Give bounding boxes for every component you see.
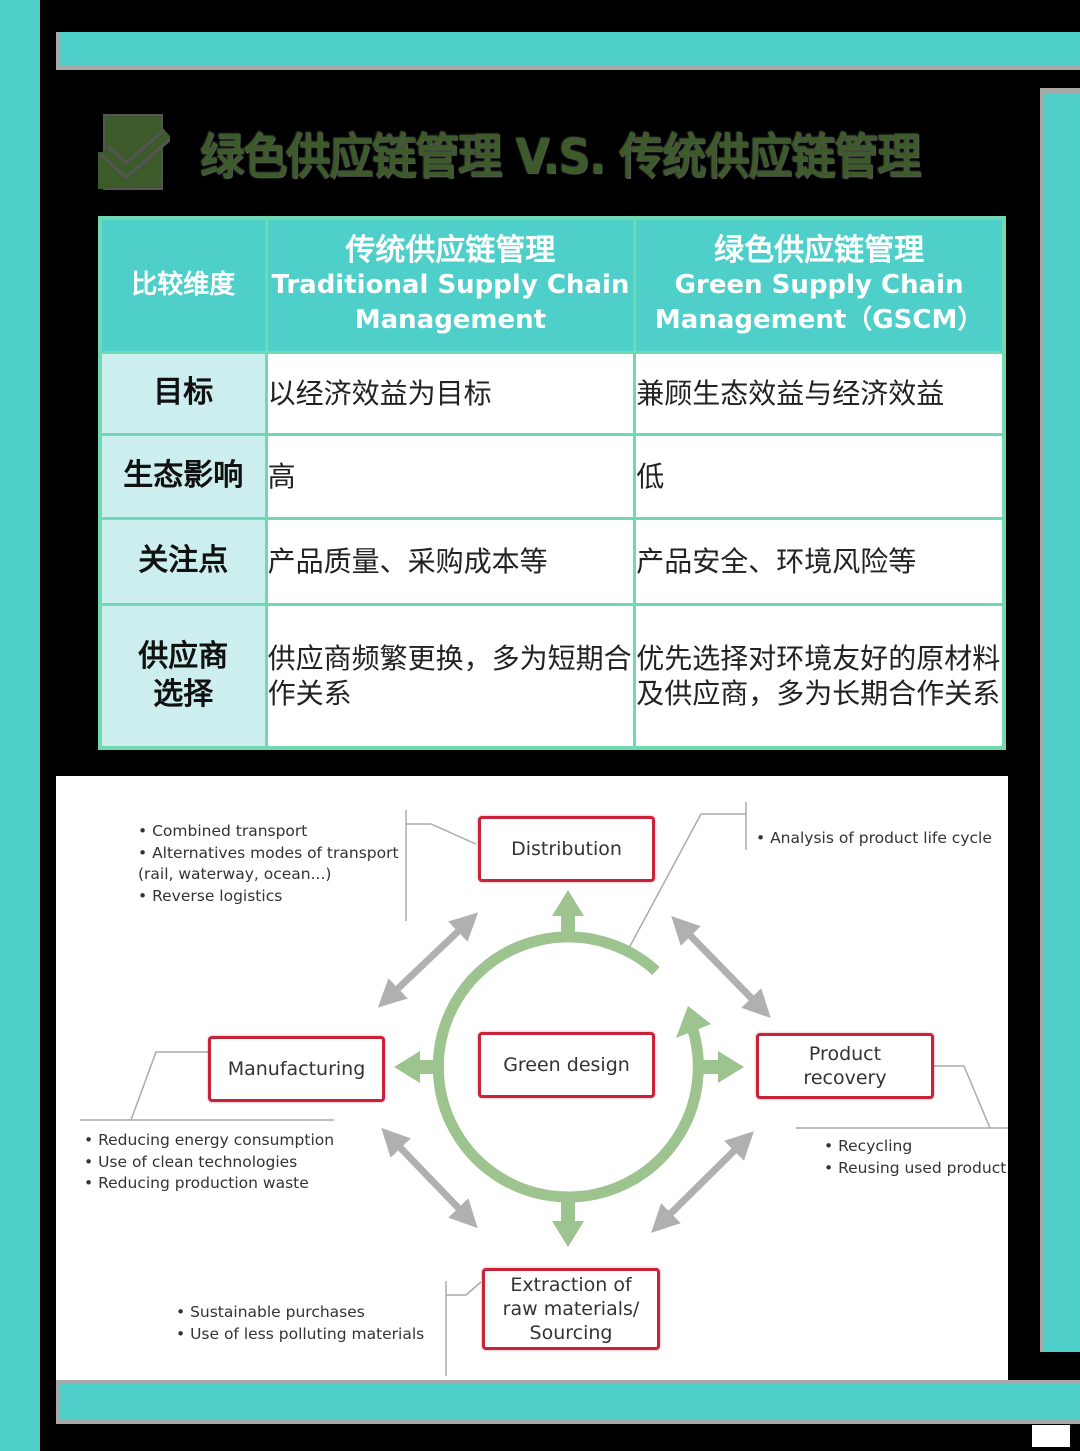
green-design-node: Green design: [478, 1032, 655, 1098]
row-label: 目标: [98, 350, 268, 436]
note-line: • Reducing energy consumption: [84, 1131, 335, 1149]
header-green: 绿色供应链管理 Green Supply Chain Management（GS…: [633, 216, 1006, 354]
product-recovery-label-2: recovery: [803, 1067, 887, 1089]
diagram-arrows: [80, 802, 1008, 1376]
header-traditional: 传统供应链管理 Traditional Supply Chain Managem…: [264, 216, 637, 354]
header-dimension-label: 比较维度: [131, 269, 236, 300]
row-label: 生态影响: [98, 432, 268, 520]
header-green-cn: 绿色供应链管理: [714, 232, 925, 268]
note-line: • Reverse logistics: [138, 886, 283, 905]
page-title: 绿色供应链管理 V.S. 传统供应链管理: [200, 128, 921, 185]
row-label: 关注点: [98, 516, 268, 606]
note-line: • Reducing production waste: [84, 1174, 309, 1192]
note-line: • Recycling: [824, 1137, 913, 1155]
traditional-cell: 高: [264, 432, 637, 520]
manufacturing-node: Manufacturing: [208, 1036, 385, 1102]
left-accent-bar: [0, 0, 40, 1451]
table-row: 供应商选择 供应商频繁更换，多为短期合作关系 优先选择对环境友好的原材料及供应商…: [98, 602, 1006, 750]
green-cell: 兼顾生态效益与经济效益: [633, 350, 1006, 436]
comparison-table: 比较维度 传统供应链管理 Traditional Supply Chain Ma…: [98, 216, 1006, 750]
note-line: • Analysis of product life cycle: [756, 829, 992, 847]
green-cell: 低: [633, 432, 1006, 520]
manufacturing-notes: • Reducing energy consumption • Use of c…: [84, 1130, 334, 1195]
title-row: 绿色供应链管理 V.S. 传统供应链管理: [96, 110, 921, 194]
note-line: • Use of clean technologies: [84, 1152, 298, 1171]
top-accent-bar: [56, 32, 1080, 70]
green-design-label: Green design: [503, 1054, 630, 1076]
distribution-node: Distribution: [478, 816, 655, 882]
table-row: 生态影响 高 低: [98, 432, 1006, 520]
right-accent-bar: [1040, 88, 1080, 1352]
header-dimension: 比较维度: [98, 216, 268, 354]
note-line: • Use of less polluting materials: [176, 1324, 425, 1343]
note-line: • Combined transport: [138, 822, 308, 840]
extraction-label-2: raw materials/: [502, 1298, 640, 1320]
extraction-label-3: Sourcing: [529, 1322, 613, 1344]
extraction-node: Extraction of raw materials/ Sourcing: [482, 1268, 660, 1350]
product-recovery-node: Product recovery: [756, 1033, 934, 1099]
bottom-accent-bar: [56, 1380, 1080, 1424]
note-line: • Alternatives modes of transport: [138, 843, 399, 862]
green-cell: 产品安全、环境风险等: [633, 516, 1006, 606]
extraction-notes: • Sustainable purchases • Use of less po…: [176, 1302, 424, 1345]
manufacturing-label: Manufacturing: [227, 1058, 366, 1080]
header-traditional-en: Traditional Supply Chain Management: [271, 269, 630, 335]
traditional-cell: 供应商频繁更换，多为短期合作关系: [264, 602, 637, 750]
green-design-notes: • Analysis of product life cycle: [756, 828, 992, 850]
header-green-en: Green Supply Chain Management（GSCM）: [654, 269, 984, 335]
distribution-notes: • Combined transport • Alternatives mode…: [138, 821, 399, 907]
product-recovery-label-1: Product: [808, 1043, 882, 1065]
row-label: 供应商选择: [98, 602, 268, 750]
note-line: • Sustainable purchases: [176, 1303, 365, 1321]
green-cell: 优先选择对环境友好的原材料及供应商，多为长期合作关系: [633, 602, 1006, 750]
table-row: 目标 以经济效益为目标 兼顾生态效益与经济效益: [98, 350, 1006, 436]
traditional-cell: 以经济效益为目标: [264, 350, 637, 436]
product-recovery-notes: • Recycling • Reusing used product: [824, 1136, 1006, 1179]
gscm-diagram: Distribution Manufacturing Green design …: [56, 776, 1008, 1380]
traditional-cell: 产品质量、采购成本等: [264, 516, 637, 606]
note-line: (rail, waterway, ocean...): [138, 865, 332, 883]
note-line: • Reusing used product: [824, 1158, 1007, 1177]
corner-block: [1032, 1425, 1070, 1447]
extraction-label-1: Extraction of: [510, 1274, 632, 1296]
distribution-label: Distribution: [511, 838, 622, 860]
table-row: 关注点 产品质量、采购成本等 产品安全、环境风险等: [98, 516, 1006, 606]
header-traditional-cn: 传统供应链管理: [345, 232, 556, 268]
checkbox-check-icon: [96, 112, 173, 192]
table-header-row: 比较维度 传统供应链管理 Traditional Supply Chain Ma…: [98, 216, 1006, 354]
